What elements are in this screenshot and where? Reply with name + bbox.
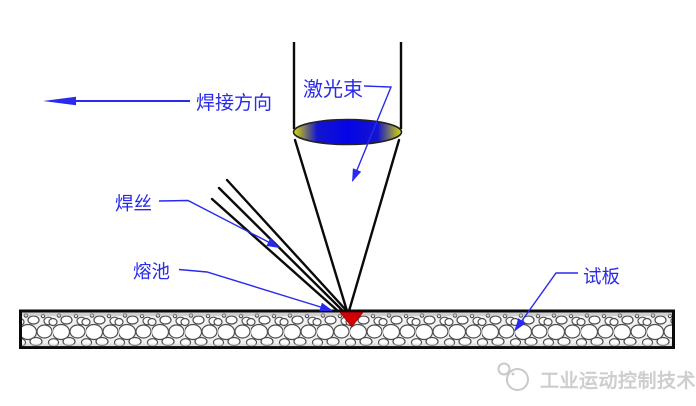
welding-wire-leader bbox=[158, 199, 280, 249]
plate-bottom-shading bbox=[22, 343, 672, 347]
laser-head bbox=[292, 42, 403, 129]
wire-stroke-middle bbox=[217, 186, 344, 312]
melt-pool-shape bbox=[339, 311, 364, 328]
watermark: 工业运动控制技术 bbox=[497, 362, 696, 392]
welding-direction-arrow bbox=[43, 96, 190, 106]
laser-beam-cone bbox=[293, 138, 401, 313]
test-plate-leader bbox=[514, 272, 578, 332]
welding-direction-label: 焊接方向 bbox=[196, 92, 272, 114]
wire-stroke-top bbox=[225, 178, 347, 311]
cone-right-edge bbox=[347, 138, 401, 313]
watermark-text: 工业运动控制技术 bbox=[540, 369, 696, 392]
melt-pool-label: 熔池 bbox=[133, 262, 170, 283]
cone-left-edge bbox=[293, 138, 349, 313]
welding-wire-label: 焊丝 bbox=[115, 194, 152, 215]
watermark-logo-icon bbox=[497, 362, 529, 391]
wire-stroke-bottom bbox=[210, 197, 340, 313]
welding-wire bbox=[210, 178, 347, 313]
test-plate-label: 试板 bbox=[583, 267, 620, 288]
direction-arrow-head-icon bbox=[43, 96, 76, 106]
laser-beam-leader bbox=[351, 85, 393, 182]
melt-pool-leader bbox=[178, 268, 333, 312]
leader-lines bbox=[158, 85, 578, 332]
laser-beam-label: 激光束 bbox=[303, 77, 363, 101]
focusing-lens bbox=[292, 118, 403, 146]
